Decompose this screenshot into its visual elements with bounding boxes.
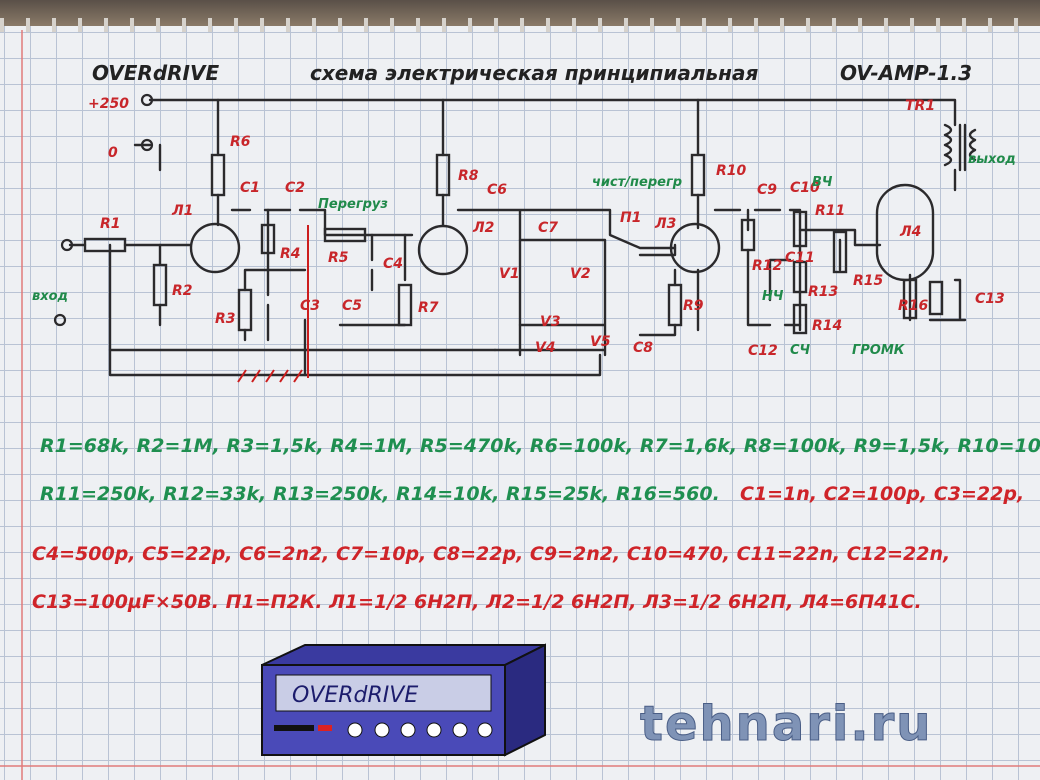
spec-line-3: C4=500p, C5=22p, C6=2n2, C7=10p, C8=22p,… bbox=[32, 543, 950, 565]
amp-logo: OVERdRIVE bbox=[292, 683, 418, 708]
output-transformer bbox=[943, 123, 977, 172]
spec-line-2b: C1=1n, C2=100p, C3=22p, bbox=[740, 483, 1024, 505]
schematic-title: схема электрическая принципиальная bbox=[310, 61, 758, 85]
label-l4: Л4 bbox=[899, 224, 921, 240]
label-c10: C10 bbox=[790, 180, 820, 196]
label-tr1: TR1 bbox=[905, 98, 935, 114]
label-c13: C13 bbox=[975, 291, 1005, 307]
label-r9: R9 bbox=[683, 298, 704, 314]
vacuum-tubes bbox=[189, 183, 935, 282]
label-r2: R2 bbox=[172, 283, 193, 299]
label-r1: R1 bbox=[100, 216, 121, 232]
label-v1: V1 bbox=[499, 266, 520, 282]
mid-label: СЧ bbox=[790, 343, 811, 358]
label-c5: C5 bbox=[342, 298, 362, 314]
label-r10: R10 bbox=[716, 163, 747, 179]
ground-marks bbox=[237, 225, 309, 383]
treble-label: ВЧ bbox=[812, 175, 833, 190]
overload-label: Перегруз bbox=[318, 197, 388, 212]
label-c4: C4 bbox=[383, 256, 403, 272]
label-l2: Л2 bbox=[472, 220, 494, 236]
amp-drawing: OVERdRIVE bbox=[261, 643, 546, 757]
output-label: выход bbox=[968, 152, 1016, 167]
watermark: tehnari.ru bbox=[640, 696, 932, 752]
terminals bbox=[53, 93, 154, 327]
label-c1: C1 bbox=[240, 180, 260, 196]
label-r3: R3 bbox=[215, 311, 236, 327]
label-r14: R14 bbox=[812, 318, 842, 334]
label-l3: Л3 bbox=[654, 216, 676, 232]
label-v5: V5 bbox=[590, 334, 611, 350]
label-r13: R13 bbox=[808, 284, 838, 300]
clean-overdrive-label: чист/перегр bbox=[592, 175, 682, 190]
label-r16: R16 bbox=[898, 298, 929, 314]
label-v3: V3 bbox=[540, 314, 561, 330]
brand-title: OVERdRIVE bbox=[92, 61, 219, 85]
label-r11: R11 bbox=[815, 203, 845, 219]
label-v2: V2 bbox=[570, 266, 591, 282]
spec-line-2a: R11=250k, R12=33k, R13=250k, R14=10k, R1… bbox=[40, 483, 720, 505]
label-r7: R7 bbox=[418, 300, 439, 316]
spiral-rings bbox=[0, 18, 1040, 32]
label-c2: C2 bbox=[285, 180, 305, 196]
ground-label: 0 bbox=[108, 145, 118, 161]
label-c11: C11 bbox=[785, 250, 815, 266]
component-labels: R1 R2 R3 R4 R5 R6 R7 R8 R9 R10 R11 R12 R… bbox=[100, 98, 1005, 359]
label-r4: R4 bbox=[280, 246, 301, 262]
label-r12: R12 bbox=[752, 258, 782, 274]
volume-label: ГРОМК bbox=[852, 343, 906, 358]
supply-label: +250 bbox=[88, 96, 129, 112]
label-l1: Л1 bbox=[171, 203, 193, 219]
label-r6: R6 bbox=[230, 134, 251, 150]
label-r5: R5 bbox=[328, 250, 349, 266]
spec-line-4: C13=100µF×50B. П1=П2К. Л1=1/2 6Н2П, Л2=1… bbox=[32, 591, 922, 613]
label-r8: R8 bbox=[458, 168, 479, 184]
input-label: вход bbox=[32, 289, 68, 304]
spec-line-1: R1=68k, R2=1M, R3=1,5k, R4=1M, R5=470k, … bbox=[40, 435, 1040, 457]
label-c12: C12 bbox=[748, 343, 778, 359]
label-c7: C7 bbox=[538, 220, 558, 236]
label-p1: П1 bbox=[620, 210, 641, 226]
circuit-wires bbox=[68, 98, 967, 377]
label-r15: R15 bbox=[853, 273, 884, 289]
label-c9: C9 bbox=[757, 182, 777, 198]
label-c6: C6 bbox=[487, 182, 507, 198]
label-c8: C8 bbox=[633, 340, 653, 356]
label-c3: C3 bbox=[300, 298, 320, 314]
bass-label: НЧ bbox=[762, 289, 784, 304]
model-number: OV-AMP-1.3 bbox=[840, 61, 972, 85]
label-v4: V4 bbox=[535, 340, 556, 356]
